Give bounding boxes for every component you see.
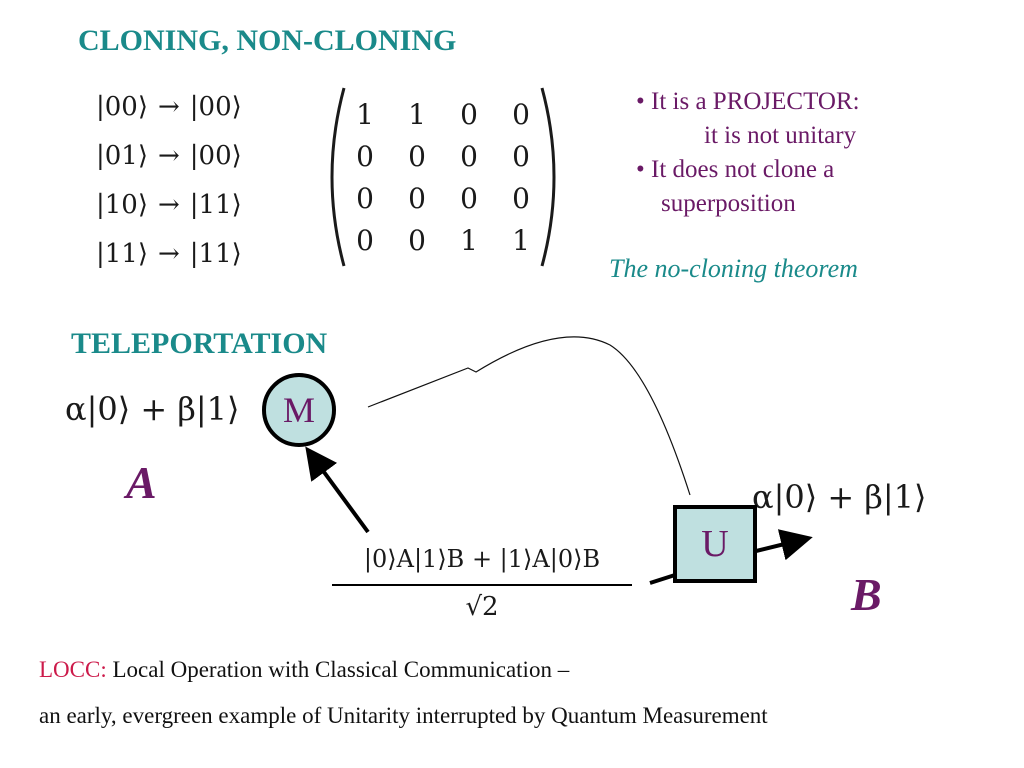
matrix-cell: 0 (512, 140, 530, 173)
arrow-to-measurement (305, 446, 370, 534)
locc-definition: LOCC: Local Operation with Classical Com… (39, 657, 569, 683)
output-state: α|0⟩ + β|1⟩ (752, 478, 927, 516)
classical-channel-line (367, 336, 691, 496)
bell-state-numerator: |0⟩A|1⟩B + |1⟩A|0⟩B (363, 545, 601, 573)
bullet-superposition: • It does not clone a (636, 156, 835, 183)
matrix-cell: 0 (356, 140, 374, 173)
matrix-cell: 1 (356, 98, 374, 131)
page-title: CLONING, NON-CLONING (78, 24, 457, 57)
matrix-cell: 0 (356, 224, 374, 257)
bullet-projector: • It is a PROJECTOR: (636, 88, 860, 115)
input-state: α|0⟩ + β|1⟩ (65, 390, 240, 428)
fraction-bar (332, 584, 632, 586)
unitary-label: U (701, 523, 729, 565)
map-row: |01⟩→|00⟩ (96, 141, 242, 171)
teleportation-heading: TELEPORTATION (71, 327, 328, 360)
theorem-caption: The no-cloning theorem (609, 254, 858, 283)
map-row: |11⟩→|11⟩ (96, 239, 242, 269)
locc-text: Local Operation with Classical Communica… (106, 657, 570, 682)
matrix-cell: 1 (512, 224, 530, 257)
matrix-parentheses (330, 87, 556, 267)
matrix-cell: 0 (408, 182, 426, 215)
map-row: |10⟩→|11⟩ (96, 190, 242, 220)
locc-label: LOCC: (39, 657, 107, 682)
matrix-cell: 1 (460, 224, 478, 257)
matrix-cell: 0 (460, 140, 478, 173)
bullet-superposition-detail: superposition (661, 190, 796, 217)
unitary-node: U (673, 505, 757, 583)
arrow-from-unitary (751, 529, 813, 561)
measurement-node: M (262, 373, 336, 447)
matrix-cell: 0 (356, 182, 374, 215)
bullet-projector-detail: it is not unitary (704, 122, 857, 149)
map-row: |00⟩→|00⟩ (96, 92, 242, 122)
bell-state-denominator: √2 (465, 592, 499, 622)
matrix-cell: 1 (408, 98, 426, 131)
matrix-cell: 0 (460, 182, 478, 215)
party-a-label: A (126, 457, 157, 508)
matrix-cell: 0 (512, 182, 530, 215)
party-b-label: B (851, 569, 882, 620)
line-to-unitary (649, 573, 676, 585)
footer-caption: an early, evergreen example of Unitarity… (39, 703, 768, 728)
projector-matrix: 1 1 0 0 0 0 0 0 0 0 0 0 0 0 1 1 (345, 96, 545, 257)
matrix-cell: 0 (408, 224, 426, 257)
matrix-cell: 0 (460, 98, 478, 131)
measurement-label: M (282, 390, 315, 430)
matrix-cell: 0 (512, 98, 530, 131)
matrix-cell: 0 (408, 140, 426, 173)
